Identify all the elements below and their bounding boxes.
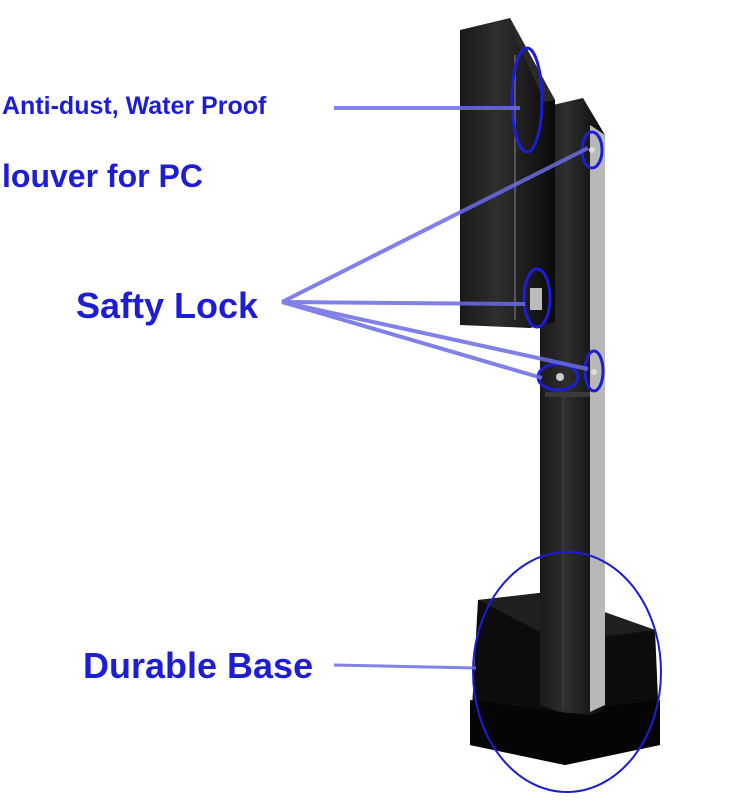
louver-label-line2: louver for PC xyxy=(2,158,203,194)
base-pointer xyxy=(333,663,477,670)
lock-icon xyxy=(530,288,542,310)
lock-highlight-side xyxy=(583,349,605,393)
monitor-housing xyxy=(460,18,555,328)
lock-pointer-4 xyxy=(281,300,543,380)
screw-top xyxy=(589,147,595,153)
stand-column xyxy=(540,98,605,715)
base-highlight xyxy=(472,551,662,793)
lock-pointer-3 xyxy=(281,300,589,371)
louver-label-line1: Anti-dust, Water Proof xyxy=(2,92,267,120)
screw-side xyxy=(591,369,597,375)
screw-front xyxy=(556,373,564,381)
louver-highlight xyxy=(510,46,544,154)
lock-pointer-1 xyxy=(281,146,589,304)
lock-highlight-middle xyxy=(522,267,552,329)
annotation-marks xyxy=(281,46,662,793)
lock-pointer-2 xyxy=(281,300,526,306)
durable-base-label: Durable Base xyxy=(83,645,314,686)
safety-lock-label: Safty Lock xyxy=(76,285,259,326)
